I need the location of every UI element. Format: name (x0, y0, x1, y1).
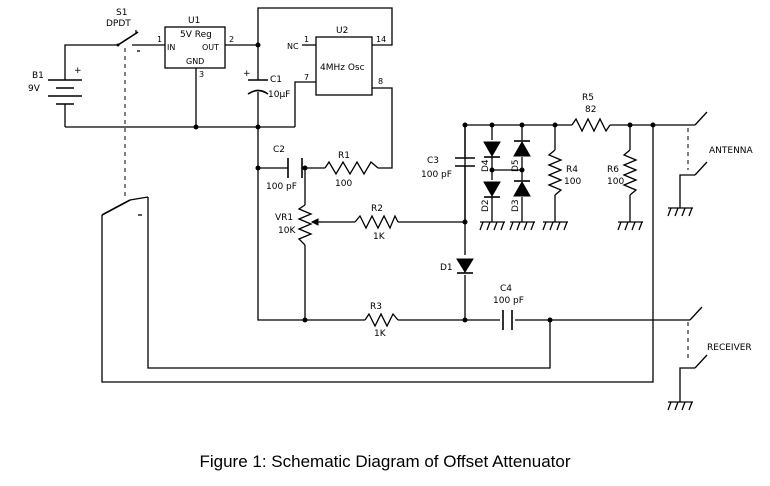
c3-value: 100 pF (421, 170, 452, 180)
antenna-connector: ANTENNA (694, 111, 754, 176)
capacitor-c1: + C1 10µF (243, 69, 290, 100)
c3-ref: C3 (427, 156, 439, 166)
diode-d5: D5 (511, 140, 531, 172)
diode-d4: D4 (481, 141, 501, 172)
ground-icon (667, 207, 693, 217)
u1-pin1: 1 (157, 35, 162, 44)
r4-ref: R4 (566, 165, 578, 175)
c4-ref: C4 (500, 284, 512, 294)
u2-pin1: 1 (304, 35, 309, 44)
u2-name: 4MHz Osc (320, 63, 365, 73)
ground-icon (509, 221, 535, 231)
antenna-label: ANTENNA (709, 146, 754, 156)
capacitor-c3: C3 100 pF (421, 156, 475, 222)
s1-type: DPDT (106, 19, 131, 29)
b1-value: 9V (28, 84, 41, 94)
u2-ref: U2 (336, 26, 348, 36)
receiver-label: RECEIVER (707, 343, 752, 353)
b1-ref: B1 (32, 71, 44, 81)
d3-ref: D3 (511, 199, 521, 212)
figure-caption: Figure 1: Schematic Diagram of Offset At… (199, 452, 571, 471)
oscillator-u2: U2 4MHz Osc NC 1 14 7 8 (287, 26, 386, 96)
c4-value: 100 pF (493, 296, 524, 306)
u1-pin-out: OUT (202, 43, 219, 52)
u1-pin3: 3 (199, 70, 204, 79)
diode-d3: D3 (511, 180, 531, 212)
capacitor-c2: C2 100 pF (266, 145, 303, 192)
r3-value: 1K (374, 329, 387, 339)
c1-ref: C1 (270, 75, 282, 85)
r4-value: 100 (564, 177, 581, 187)
ground-icon (542, 221, 568, 231)
u2-pin7: 7 (304, 73, 309, 82)
diode-d2: D2 (481, 181, 501, 212)
r1-value: 100 (335, 179, 352, 189)
r5-ref: R5 (582, 93, 594, 103)
d2-ref: D2 (481, 199, 491, 212)
battery-b1: B1 9V + (28, 66, 82, 108)
switch-s1: S1 DPDT (101, 8, 149, 216)
u1-pin-gnd: GND (186, 57, 204, 66)
ground-icon (479, 221, 505, 231)
r6-ref: R6 (607, 165, 619, 175)
resistor-r6: R6 100 (607, 149, 638, 196)
receiver-connector: RECEIVER (689, 306, 752, 369)
s1-ref: S1 (116, 8, 127, 18)
c1-value: 10µF (268, 90, 290, 100)
resistor-r3: R3 1K (364, 302, 399, 339)
ground-symbols (479, 207, 693, 411)
junction-dots (193, 42, 656, 323)
d5-ref: D5 (511, 159, 521, 172)
u2-pin14: 14 (376, 35, 386, 44)
r2-ref: R2 (371, 204, 383, 214)
vr1-ref: VR1 (275, 213, 293, 223)
vr1-value: 10K (278, 226, 296, 236)
c1-plus: + (243, 69, 251, 79)
ground-icon (617, 221, 643, 231)
u2-pin-nc: NC (287, 42, 299, 51)
d4-ref: D4 (481, 159, 491, 172)
u1-ref: U1 (188, 16, 200, 26)
r3-ref: R3 (370, 302, 382, 312)
r2-value: 1K (373, 232, 386, 242)
u1-name: 5V Reg (180, 30, 212, 40)
potentiometer-vr1: VR1 10K (275, 204, 322, 246)
mechanical-links (124, 48, 689, 362)
r5-value: 82 (585, 105, 596, 115)
u2-pin8: 8 (378, 77, 383, 86)
u1-pin2: 2 (229, 35, 234, 44)
r6-value: 100 (607, 177, 624, 187)
resistor-r1: R1 100 (324, 151, 379, 189)
c2-value: 100 pF (266, 182, 297, 192)
u1-pin-in: IN (167, 43, 175, 52)
regulator-u1: U1 5V Reg IN OUT GND 1 2 3 (157, 16, 234, 79)
r1-ref: R1 (338, 151, 350, 161)
d1-ref: D1 (440, 263, 453, 273)
resistor-r5: R5 82 (571, 93, 611, 133)
diode-d1: D1 (440, 258, 474, 274)
resistor-r2: R2 1K (354, 204, 399, 242)
b1-plus: + (74, 66, 82, 76)
capacitor-c4: C4 100 pF (493, 284, 524, 330)
c2-ref: C2 (273, 145, 285, 155)
ground-icon (667, 401, 693, 411)
resistor-r4: R4 100 (547, 149, 581, 196)
